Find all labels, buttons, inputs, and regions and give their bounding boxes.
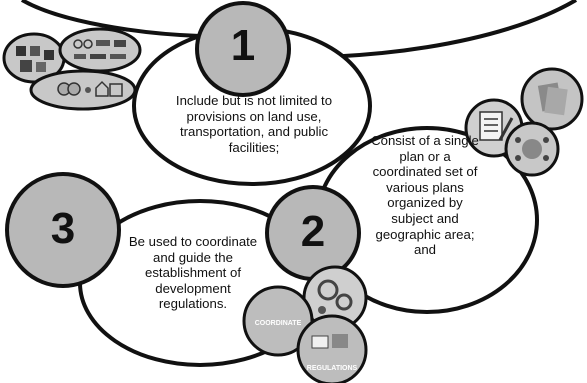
badge-3-circle bbox=[5, 172, 121, 288]
item-1-number: 1 bbox=[230, 21, 256, 70]
item-1-text: Include but is not limited to provisions… bbox=[175, 93, 333, 155]
item-2-number: 2 bbox=[300, 207, 326, 256]
planning-icons-cluster bbox=[464, 67, 584, 177]
regulations-icon-label: REGULATIONS bbox=[307, 365, 358, 372]
badge-1-circle bbox=[195, 1, 291, 97]
item-3-text: Be used to coordinate and guide the esta… bbox=[128, 234, 258, 312]
regulations-icon bbox=[296, 314, 368, 383]
coordinate-icon-label: COORDINATE bbox=[255, 320, 302, 327]
item-2-text: Consist of a single plan or a coordinate… bbox=[371, 133, 479, 258]
transport-icons-cluster bbox=[2, 27, 142, 111]
coordination-icons-cluster: COORDINATE REGULATIONS bbox=[242, 265, 368, 383]
item-3-number: 3 bbox=[50, 204, 76, 253]
public-facilities-icon bbox=[29, 69, 137, 111]
vehicles-icon bbox=[58, 27, 142, 73]
